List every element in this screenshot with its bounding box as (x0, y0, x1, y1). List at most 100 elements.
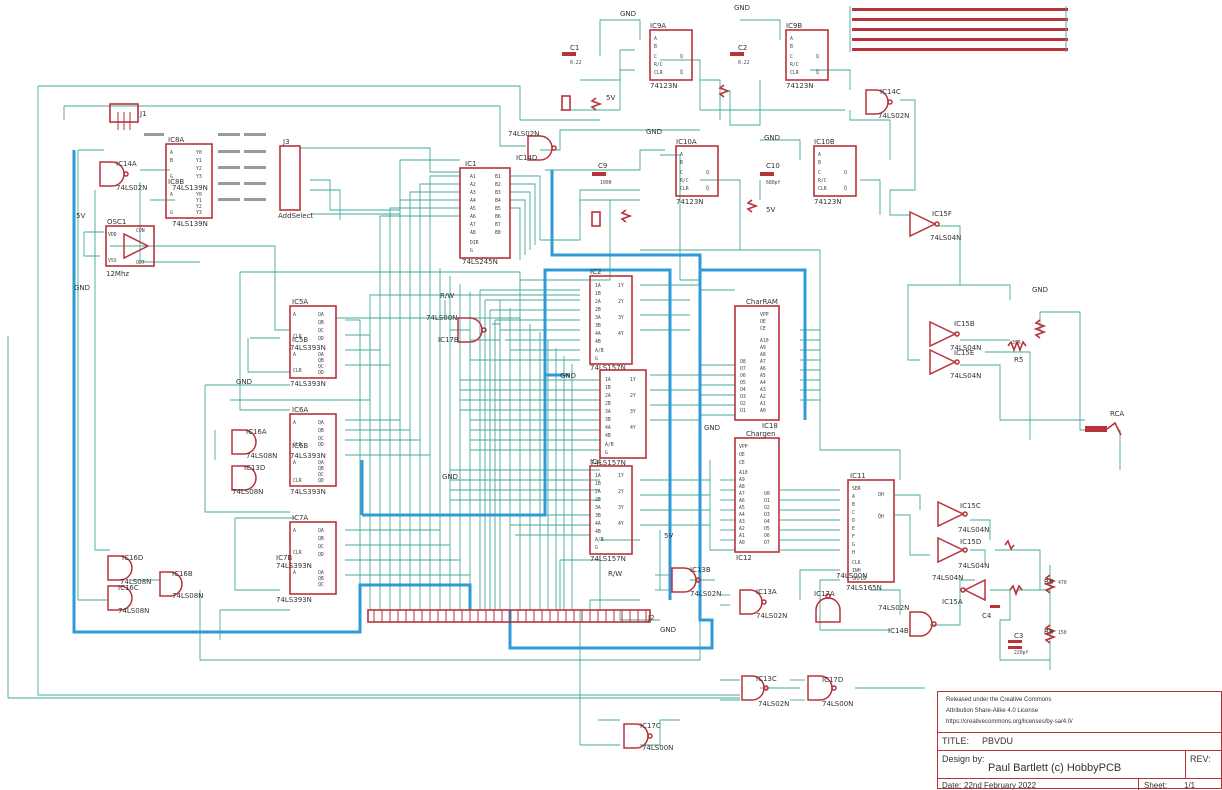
power-labels: GND GND GND GND GND GND GND GND GND GND … (74, 4, 1048, 634)
connector-j1: J1 (109, 103, 147, 130)
svg-text:QD: QD (318, 442, 324, 448)
svg-text:Q̄: Q̄ (844, 185, 847, 192)
svg-text:IC16B: IC16B (172, 570, 193, 578)
svg-text:B4: B4 (495, 198, 501, 204)
svg-text:R/W: R/W (440, 292, 454, 300)
svg-text:74LS245N: 74LS245N (462, 258, 498, 266)
svg-text:74123N: 74123N (650, 82, 678, 90)
svg-text:2Y: 2Y (630, 393, 636, 399)
svg-text:74LS393N: 74LS393N (290, 344, 326, 352)
svg-text:470: 470 (1058, 580, 1067, 586)
license-line-1: Released under the Creative Commons (946, 697, 1052, 703)
svg-text:1B: 1B (595, 481, 601, 487)
svg-text:C3: C3 (1014, 632, 1023, 640)
svg-text:IC8B: IC8B (168, 178, 184, 186)
svg-text:VPP: VPP (760, 312, 769, 318)
svg-text:QC: QC (318, 436, 324, 442)
svg-text:74LS08N: 74LS08N (246, 452, 277, 460)
svg-text:A6: A6 (470, 214, 476, 220)
svg-text:Q: Q (680, 54, 683, 60)
svg-text:O2: O2 (740, 401, 746, 407)
svg-text:5V: 5V (664, 532, 673, 540)
svg-text:A3: A3 (739, 519, 745, 525)
potentiometer (561, 95, 601, 227)
svg-text:A2: A2 (470, 182, 476, 188)
svg-text:74LS02N: 74LS02N (756, 612, 787, 620)
svg-text:C1: C1 (570, 44, 579, 52)
svg-text:O5: O5 (764, 526, 770, 532)
svg-text:IC13D: IC13D (244, 464, 265, 472)
svg-text:A: A (293, 312, 296, 318)
svg-text:IC9A: IC9A (650, 22, 666, 30)
svg-text:GND: GND (646, 128, 662, 136)
svg-text:QB: QB (318, 536, 324, 542)
svg-text:CLR: CLR (293, 334, 302, 340)
svg-text:O8: O8 (740, 359, 746, 365)
svg-text:2A: 2A (595, 489, 601, 495)
svg-text:IC14A: IC14A (116, 160, 137, 168)
svg-text:A8: A8 (739, 484, 745, 490)
svg-text:A1: A1 (760, 401, 766, 407)
gate-ic14a: IC14A 74LS02N (99, 160, 147, 192)
svg-text:A: A (293, 460, 296, 466)
svg-text:O1: O1 (764, 498, 770, 504)
gate-ic16b: IC16B 74LS08N (159, 570, 203, 600)
svg-text:O6: O6 (764, 533, 770, 539)
svg-text:39R: 39R (1012, 340, 1021, 346)
svg-text:A/B: A/B (595, 348, 604, 354)
svg-text:IC1: IC1 (465, 160, 476, 168)
svg-text:QB: QB (318, 358, 324, 364)
svg-text:3B: 3B (595, 323, 601, 329)
svg-text:G: G (170, 174, 173, 180)
svg-text:R/C: R/C (654, 62, 663, 68)
svg-text:CLR: CLR (790, 70, 799, 76)
svg-text:IC15F: IC15F (932, 210, 952, 218)
svg-text:B7: B7 (495, 222, 501, 228)
svg-text:A9: A9 (739, 477, 745, 483)
rev-label: REV: (1190, 754, 1211, 764)
svg-text:A: A (293, 352, 296, 358)
svg-text:AddSelect: AddSelect (278, 212, 313, 220)
svg-text:IC2: IC2 (590, 268, 601, 276)
svg-text:IC17D: IC17D (822, 676, 843, 684)
svg-text:QC: QC (318, 364, 324, 370)
svg-text:B: B (818, 160, 821, 166)
gate-ic17b: 74LS00N IC17B (426, 314, 487, 344)
design-row-divider (938, 750, 1222, 751)
svg-text:R/W: R/W (608, 570, 622, 578)
jumper-bar (244, 166, 266, 169)
svg-text:4Y: 4Y (630, 425, 636, 431)
svg-text:2A: 2A (595, 299, 601, 305)
svg-text:GND: GND (442, 473, 458, 481)
gate-ic16c: IC16C 74LS08N (107, 584, 149, 615)
svg-text:74LS157N: 74LS157N (590, 555, 626, 563)
svg-text:A5: A5 (470, 206, 476, 212)
svg-text:74LS00N: 74LS00N (426, 314, 457, 322)
svg-text:C: C (790, 54, 793, 60)
svg-text:IC16D: IC16D (122, 554, 143, 562)
svg-text:IC15D: IC15D (960, 538, 981, 546)
svg-text:A: A (293, 570, 296, 576)
svg-text:C: C (852, 510, 855, 516)
capacitor-c9: C9 1000 (592, 162, 612, 186)
svg-text:B8: B8 (495, 230, 501, 236)
svg-text:3A: 3A (605, 409, 611, 415)
svg-text:IC15A: IC15A (942, 598, 963, 606)
title-value: PBVDU (982, 736, 1014, 746)
svg-text:QB: QB (318, 576, 324, 582)
svg-text:CON: CON (136, 228, 145, 234)
svg-text:A7: A7 (739, 491, 745, 497)
svg-text:4B: 4B (595, 339, 601, 345)
svg-text:QA: QA (318, 352, 324, 358)
svg-text:O4: O4 (740, 387, 746, 393)
header-j3: J3 AddSelect (144, 133, 313, 220)
svg-text:IC9B: IC9B (786, 22, 802, 30)
title-block: Released under the Creative Commons Attr… (937, 691, 1222, 790)
svg-text:74LS00N: 74LS00N (642, 744, 673, 752)
svg-text:IC10B: IC10B (814, 138, 835, 146)
svg-text:A: A (852, 494, 855, 500)
